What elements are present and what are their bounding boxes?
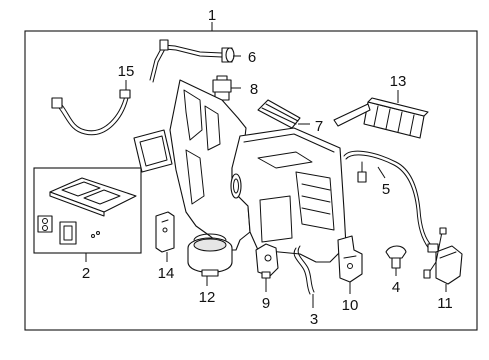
callout-12: 12 xyxy=(199,289,216,306)
callout-7: 7 xyxy=(315,118,323,135)
part-5-harness xyxy=(343,150,439,253)
inset-frame xyxy=(33,167,142,254)
part-4-clip xyxy=(385,245,407,269)
part-1-hvac-case xyxy=(169,79,347,263)
part-11-sensor xyxy=(423,227,463,285)
callout-1: 1 xyxy=(208,7,216,24)
part-6-sensor xyxy=(149,39,235,83)
part-14-module xyxy=(155,211,175,253)
callout-15: 15 xyxy=(118,63,135,80)
part-12-blower-motor xyxy=(187,233,233,277)
part-7-filter xyxy=(257,99,301,129)
callout-5: 5 xyxy=(382,181,390,198)
part-13-heater-core xyxy=(333,97,429,139)
callout-9: 9 xyxy=(262,295,270,312)
part-2-filter-kit xyxy=(37,177,137,245)
callout-2: 2 xyxy=(82,265,90,282)
callout-14: 14 xyxy=(158,265,175,282)
callout-8: 8 xyxy=(250,81,258,98)
seal-gasket xyxy=(133,129,173,173)
callout-11: 11 xyxy=(437,295,453,312)
callout-13: 13 xyxy=(390,73,407,90)
callout-10: 10 xyxy=(342,297,359,314)
callout-4: 4 xyxy=(392,279,400,296)
part-3-hose xyxy=(293,245,315,295)
callout-6: 6 xyxy=(248,49,256,66)
part-9-actuator xyxy=(255,243,279,279)
leader-5 xyxy=(377,166,386,179)
part-10-actuator xyxy=(337,235,363,283)
assembly-frame xyxy=(24,30,478,331)
part-15-harness xyxy=(51,89,131,136)
callout-3: 3 xyxy=(310,311,318,328)
